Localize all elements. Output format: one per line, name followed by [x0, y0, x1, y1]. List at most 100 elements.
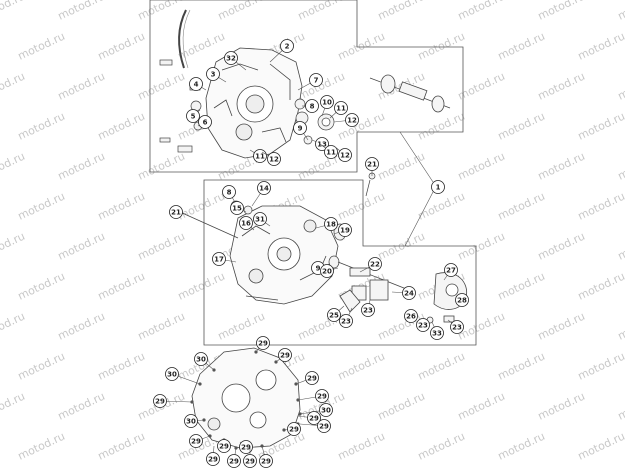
callout-circle [165, 367, 179, 381]
watermark-text: motod.ru [56, 70, 107, 103]
callout-number: 31 [255, 216, 265, 224]
callout-29: 29 [275, 348, 292, 363]
callout-circle [317, 419, 331, 433]
callout-20: 20 [320, 264, 339, 278]
callout-circle [239, 216, 253, 230]
watermark-text: motod.ru [136, 0, 187, 23]
watermark-text: motod.ru [336, 110, 387, 143]
callout-number: 17 [214, 256, 224, 264]
callout-number: 27 [446, 267, 456, 275]
callout-number: 23 [341, 318, 351, 326]
watermark-text: motod.ru [336, 30, 387, 63]
callout-number: 29 [191, 438, 201, 446]
callout-circle [324, 217, 338, 231]
watermark-text: motod.ru [456, 0, 507, 23]
callout-number: 24 [404, 290, 414, 298]
callout-circle [307, 411, 321, 425]
callout-number: 7 [314, 77, 319, 85]
callout-circle [153, 394, 167, 408]
watermark-text: motod.ru [0, 150, 27, 183]
watermark-text: motod.ru [176, 190, 227, 223]
watermark-text: motod.ru [416, 350, 467, 383]
item-1-leaders [399, 131, 434, 247]
callout-28: 28 [455, 293, 469, 307]
callout-circle [287, 422, 301, 436]
callout-circle [368, 257, 382, 271]
callout-circle [239, 440, 253, 454]
callout-22: 22 [359, 257, 382, 273]
callout-19: 19 [333, 223, 352, 237]
watermark-text: motod.ru [616, 70, 625, 103]
watermark-text: motod.ru [496, 190, 547, 223]
callout-circle [212, 252, 226, 266]
callout-number: 14 [259, 185, 269, 193]
callout-number: 12 [347, 117, 357, 125]
callout-number: 21 [367, 161, 377, 169]
watermark-text: motod.ru [416, 190, 467, 223]
watermark-text: motod.ru [96, 190, 147, 223]
callout-number: 2 [285, 43, 290, 51]
callout-circle [339, 314, 353, 328]
callout-circle [327, 308, 341, 322]
watermark-text: motod.ru [136, 230, 187, 263]
callout-15: 15 [230, 201, 247, 215]
callout-21: 21 [169, 205, 187, 219]
callout-11: 11 [329, 101, 348, 119]
callout-17: 17 [212, 252, 237, 266]
watermark-text: motod.ru [616, 390, 625, 423]
callout-number: 12 [269, 156, 279, 164]
callout-29: 29 [299, 419, 331, 433]
callout-29: 29 [153, 394, 193, 408]
watermark-text: motod.ru [136, 70, 187, 103]
watermark-text: motod.ru [456, 150, 507, 183]
callout-23: 23 [447, 319, 464, 334]
callout-number: 9 [298, 125, 303, 133]
watermark-text: motod.ru [96, 270, 147, 303]
callout-circle [194, 352, 208, 366]
callout-27: 27 [443, 263, 458, 281]
watermark-text: motod.ru [176, 270, 227, 303]
callout-circle [206, 452, 220, 466]
callout-number: 30 [196, 356, 206, 364]
callout-number: 11 [255, 153, 265, 161]
callout-number: 29 [258, 340, 268, 348]
callout-31: 31 [253, 212, 271, 227]
callout-25: 25 [327, 305, 345, 322]
watermark-text: motod.ru [136, 150, 187, 183]
callout-number: 8 [227, 189, 232, 197]
callout-23: 23 [361, 299, 375, 317]
callout-number: 29 [208, 456, 218, 464]
callout-29: 29 [217, 439, 231, 453]
watermark-text: motod.ru [536, 310, 587, 343]
callout-30: 30 [165, 367, 201, 385]
callout-circle [293, 121, 307, 135]
watermark-text: motod.ru [0, 390, 27, 423]
callout-circle [278, 348, 292, 362]
callout-circle [280, 39, 294, 53]
callout-29: 29 [297, 389, 329, 403]
callout-5: 5 [186, 109, 201, 123]
gear-shaft-top [369, 74, 451, 113]
callout-9: 9 [293, 121, 309, 141]
callout-number: 26 [406, 313, 416, 321]
watermark-text: motod.ru [576, 270, 625, 303]
watermark-text: motod.ru [216, 0, 267, 23]
callout-circle [334, 101, 348, 115]
callout-30: 30 [184, 414, 205, 428]
watermark-text: motod.ru [456, 390, 507, 423]
callout-number: 29 [241, 444, 251, 452]
callout-16: 16 [239, 216, 255, 231]
crankcase-bottom-view [191, 347, 301, 449]
callout-circle [309, 73, 323, 87]
watermark-text: motod.ru [16, 190, 67, 223]
callout-23: 23 [339, 307, 353, 328]
callout-24: 24 [391, 286, 416, 300]
watermark-text: motod.ru [56, 0, 107, 23]
callout-circle [361, 303, 375, 317]
callout-number: 30 [186, 418, 196, 426]
callout-18: 18 [315, 217, 338, 231]
callout-number: 1 [436, 184, 441, 192]
watermark-text: motod.ru [16, 430, 67, 463]
watermark-text: motod.ru [96, 110, 147, 143]
top-assembly-frame [149, 0, 464, 173]
